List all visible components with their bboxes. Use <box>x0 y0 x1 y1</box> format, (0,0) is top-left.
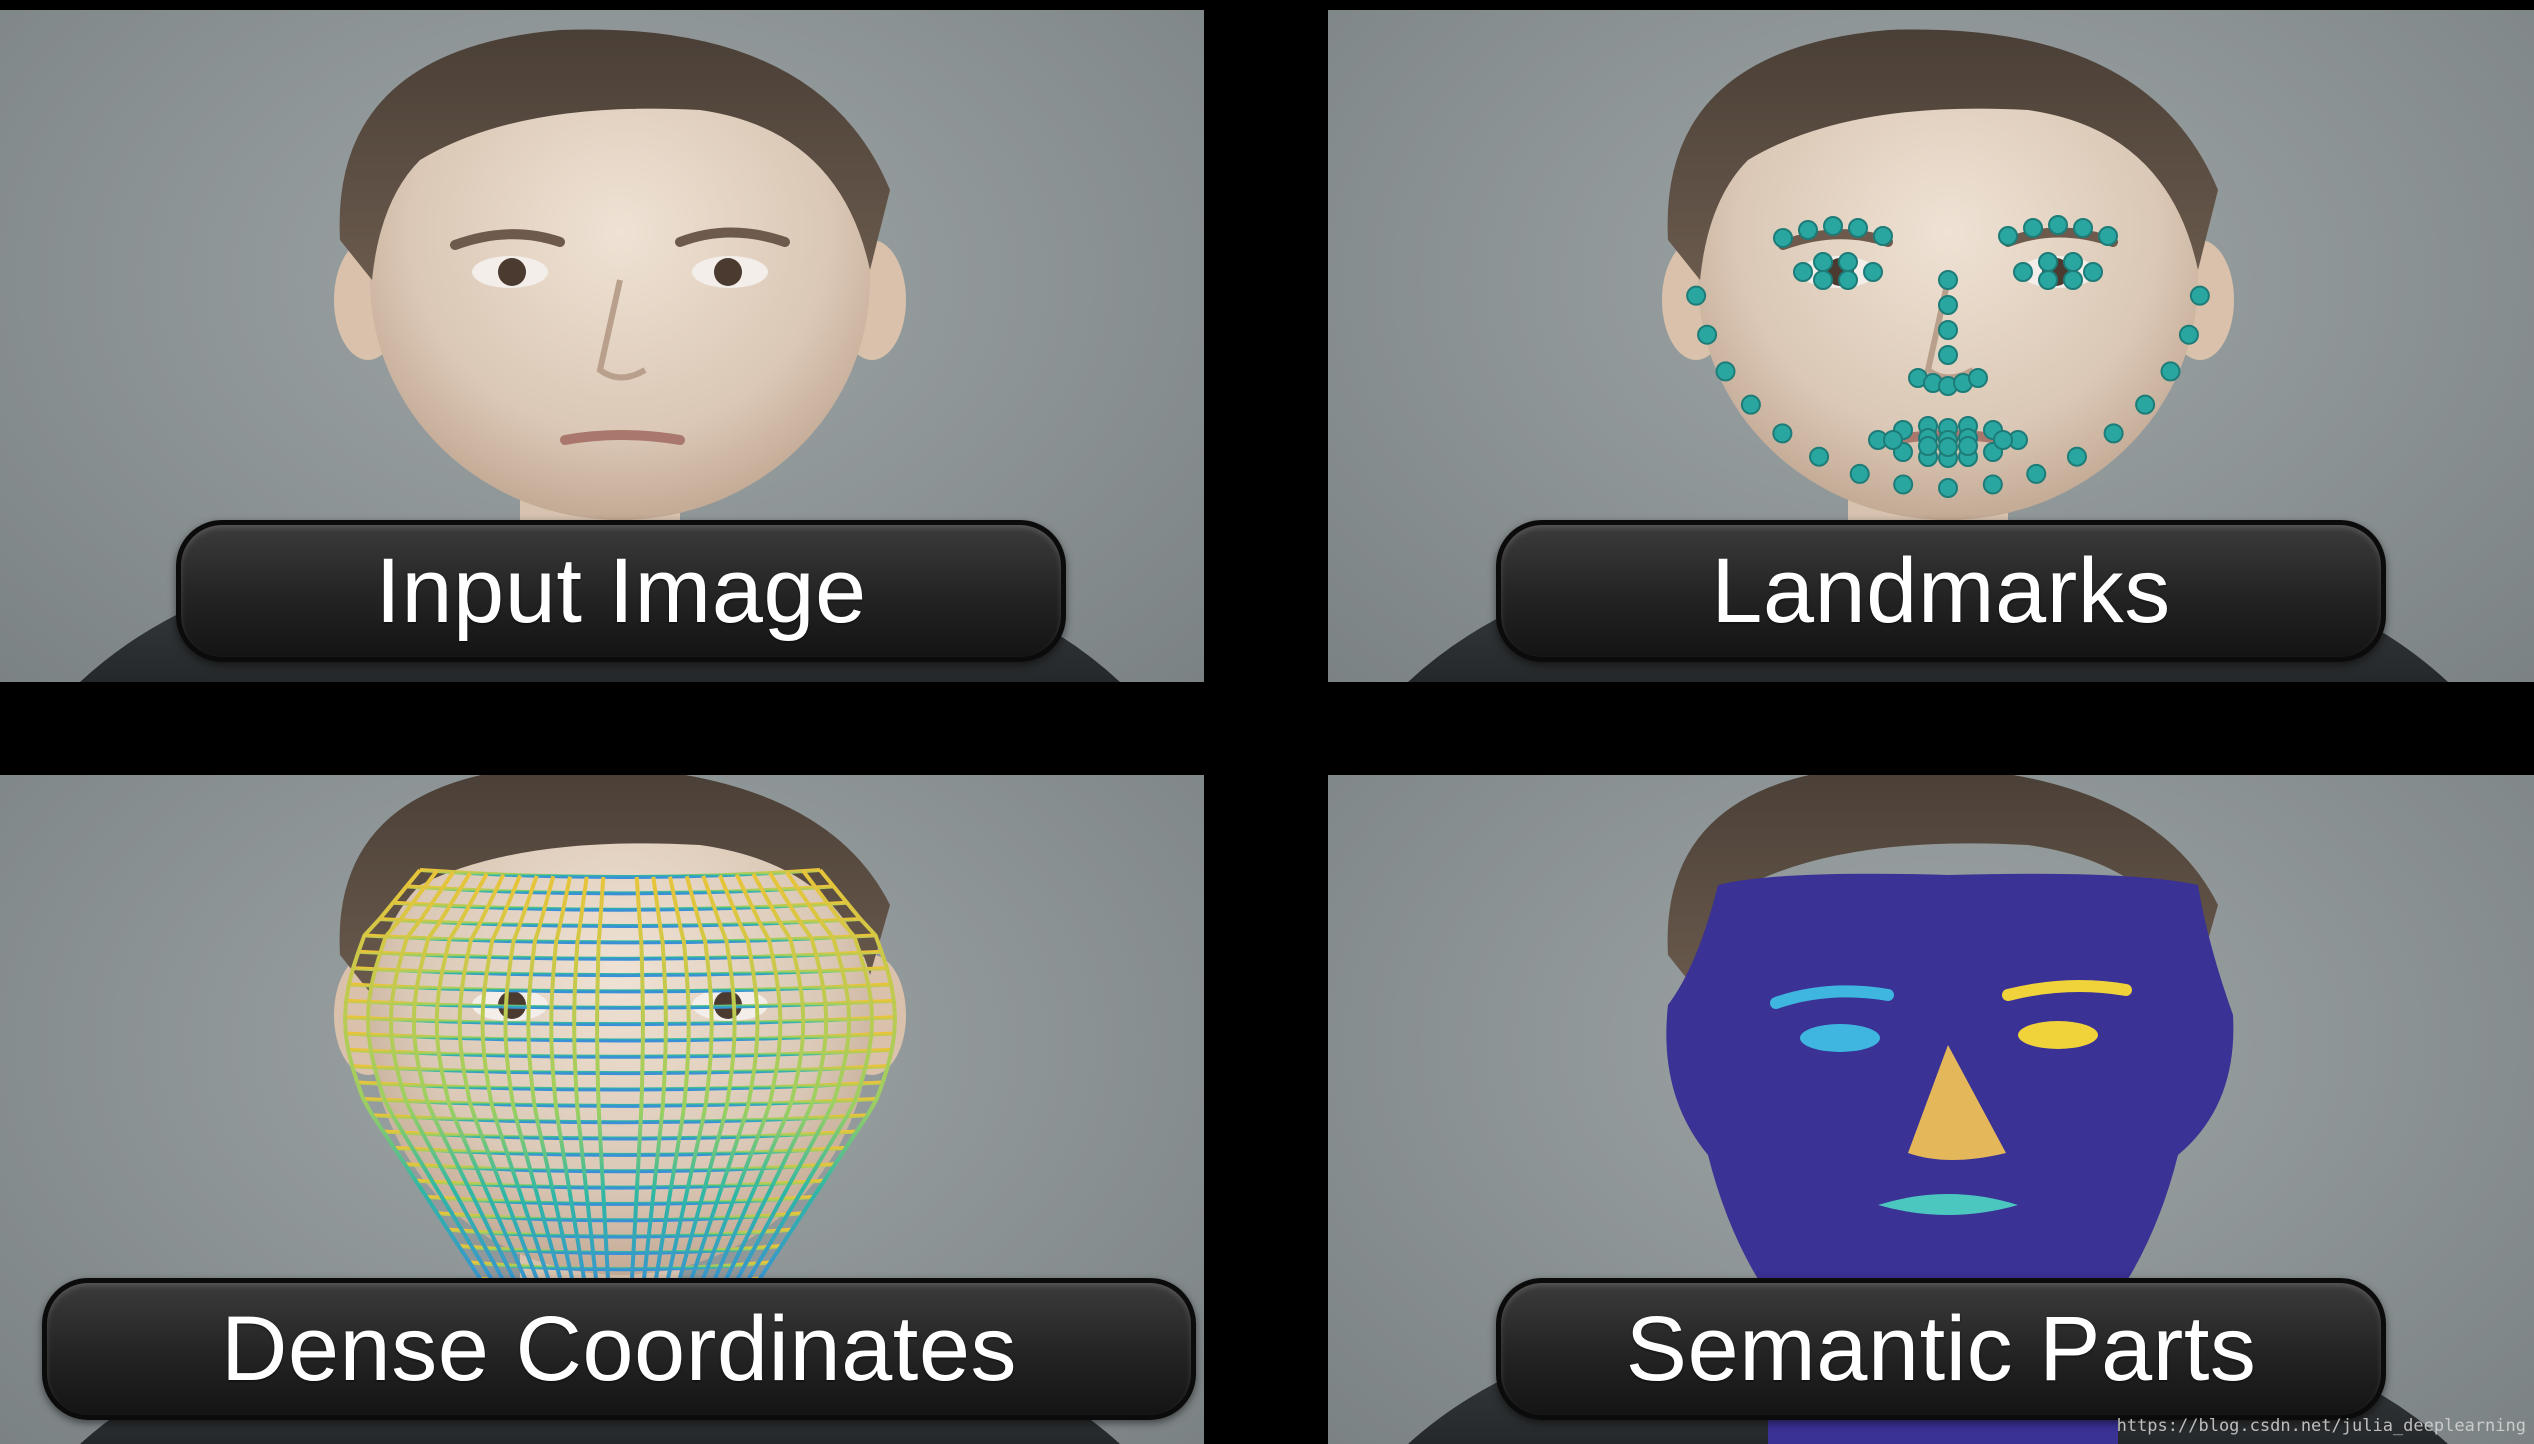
dense-coordinate-mesh <box>342 868 898 1304</box>
landmark-dot <box>1863 262 1883 282</box>
dense-coordinates-label-box: Dense Coordinates <box>42 1278 1196 1420</box>
landmark-dot <box>1938 270 1958 290</box>
semantic-parts-panel: Semantic Parts <box>1328 775 2534 1444</box>
mesh-column-line <box>682 874 760 1301</box>
landmark-dot <box>1918 436 1938 456</box>
landmark-dot <box>2103 423 2124 444</box>
landmark-dot <box>1793 262 1813 282</box>
landmark-dot <box>1849 463 1870 484</box>
landmark-dot <box>2189 285 2210 306</box>
mesh-row-line <box>419 868 821 879</box>
landmark-dot <box>2063 252 2083 272</box>
landmark-dot <box>2178 324 2199 345</box>
landmark-dot <box>1998 226 2018 246</box>
mesh-column-line <box>747 868 898 1297</box>
mesh-column-line <box>434 872 536 1300</box>
landmark-dot <box>1798 220 1818 240</box>
mesh-column-line <box>365 869 504 1298</box>
landmark-dot <box>1893 474 1914 495</box>
landmark-dot <box>1740 394 1761 415</box>
segmentation-nose <box>1908 1045 2006 1160</box>
landmark-dot <box>1697 324 1718 345</box>
mesh-column-line <box>693 873 783 1301</box>
mesh-column-line <box>526 875 579 1302</box>
landmarks-label-box: Landmarks <box>1496 520 2386 662</box>
mesh-column-line <box>650 876 691 1302</box>
mesh-column-line <box>549 876 590 1302</box>
mesh-column-line <box>342 868 493 1297</box>
mesh-column-line <box>715 872 829 1299</box>
landmark-dot <box>1772 423 1793 444</box>
landmark-dot <box>1813 270 1833 290</box>
input-image-label-box: Input Image <box>176 520 1066 662</box>
landmark-dot <box>2023 218 2043 238</box>
mesh-column-line <box>671 875 737 1302</box>
segmentation-right-eye <box>2018 1021 2098 1049</box>
input-image-label: Input Image <box>375 539 867 642</box>
landmark-dot <box>1715 361 1736 382</box>
semantic-parts-label: Semantic Parts <box>1625 1297 2257 1400</box>
watermark-url: https://blog.csdn.net/julia_deeplearning <box>2116 1416 2526 1436</box>
landmark-dot <box>1809 446 1830 467</box>
landmark-dot <box>2026 463 2047 484</box>
landmark-dot <box>2083 262 2103 282</box>
landmarks-label: Landmarks <box>1711 539 2171 642</box>
semantic-parts-label-box: Semantic Parts <box>1496 1278 2386 1420</box>
mesh-column-line <box>480 874 558 1301</box>
segmentation-left-eye <box>1800 1024 1880 1052</box>
dense-coordinates-label: Dense Coordinates <box>220 1297 1018 1400</box>
segmentation-mouth <box>1878 1194 2018 1215</box>
landmark-dot <box>2098 226 2118 246</box>
landmark-dot <box>1813 252 1833 272</box>
landmarks-panel: Landmarks <box>1328 10 2534 682</box>
landmark-dot <box>1838 252 1858 272</box>
landmark-dot <box>2038 252 2058 272</box>
mesh-column-line <box>628 876 645 1303</box>
landmark-dot <box>2135 394 2156 415</box>
landmark-dot <box>1982 474 2003 495</box>
landmark-dot <box>2013 262 2033 282</box>
landmark-dot <box>1993 430 2013 450</box>
landmark-dot <box>1848 218 1868 238</box>
landmark-dot <box>1838 270 1858 290</box>
landmark-dot <box>1773 228 1793 248</box>
landmark-dot <box>2160 361 2181 382</box>
mesh-column-line <box>503 875 569 1302</box>
mesh-column-line <box>736 869 875 1298</box>
mesh-column-line <box>457 873 547 1301</box>
landmark-dot <box>1938 295 1958 315</box>
landmark-dot <box>2038 270 2058 290</box>
landmark-dot <box>1686 285 1707 306</box>
landmark-dot <box>1873 226 1893 246</box>
mesh-column-line <box>411 872 526 1299</box>
mesh-column-line <box>725 870 852 1299</box>
mesh-column-line <box>388 870 515 1299</box>
dense-coordinates-panel: Dense Coordinates <box>0 775 1204 1444</box>
landmark-dot <box>2063 270 2083 290</box>
landmark-dot <box>1938 320 1958 340</box>
segmentation-right-brow <box>2002 980 2132 1001</box>
landmark-dot <box>2066 446 2087 467</box>
landmark-dot <box>1938 345 1958 365</box>
mesh-column-line <box>661 875 714 1302</box>
mesh-column-line <box>572 876 601 1303</box>
landmark-dot <box>2048 215 2068 235</box>
mesh-column-line <box>595 876 612 1303</box>
landmark-dot <box>1938 437 1958 457</box>
landmark-dot <box>1883 430 1903 450</box>
landmark-dot <box>1823 216 1843 236</box>
segmentation-left-brow <box>1770 985 1894 1009</box>
landmark-dot <box>1938 478 1958 498</box>
landmark-dot <box>2073 218 2093 238</box>
landmark-dot <box>1958 436 1978 456</box>
facial-landmark-points <box>1686 215 2210 498</box>
mesh-column-line <box>639 876 668 1303</box>
input-image-panel: Input Image <box>0 10 1204 682</box>
mesh-column-line <box>704 872 806 1300</box>
landmark-dot <box>1968 368 1988 388</box>
